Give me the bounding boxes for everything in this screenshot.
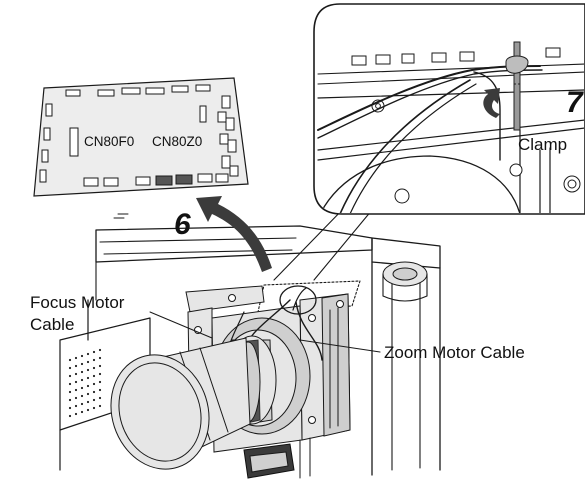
curved-arrow-rotate-icon [483, 88, 500, 118]
projector-chassis [59, 225, 441, 476]
connector-cn80z0 [175, 174, 193, 185]
connector-cn80f0 [155, 175, 173, 186]
label-clamp: Clamp [518, 135, 567, 154]
vent-grille [68, 348, 102, 418]
curved-arrow-up-left-icon [196, 196, 272, 272]
circuit-board: CN80F0 CN80Z0 [33, 77, 249, 197]
step-number-7: 7 [566, 86, 584, 119]
label-focus-motor-cable-line2: Cable [30, 315, 74, 334]
label-focus-motor-cable-line1: Focus Motor [30, 293, 125, 312]
zoom-callout: 7 Clamp [313, 3, 585, 215]
label-cn80z0: CN80Z0 [152, 134, 202, 149]
lens-barrel [110, 335, 277, 470]
step-number-6: 6 [174, 208, 191, 241]
label-zoom-motor-cable: Zoom Motor Cable [384, 343, 525, 362]
label-cn80f0: CN80F0 [84, 134, 134, 149]
